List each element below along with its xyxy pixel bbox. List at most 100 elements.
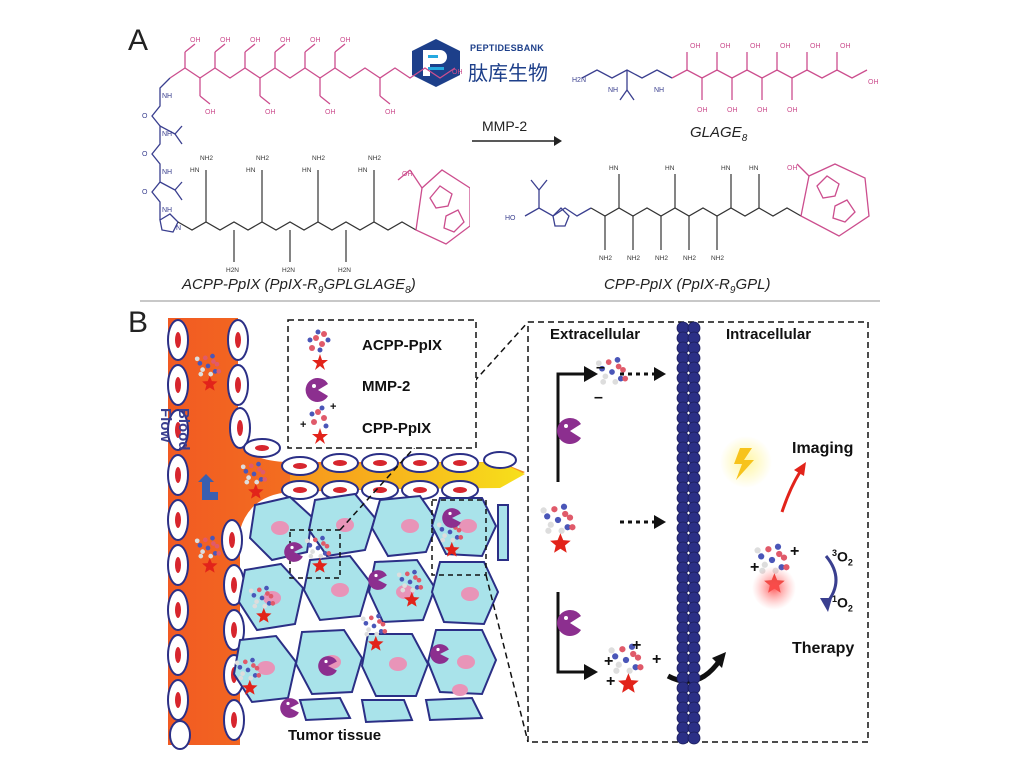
flow-direction-icon: [198, 474, 218, 500]
svg-text:NH: NH: [162, 207, 172, 214]
svg-text:NH: NH: [162, 131, 172, 138]
acpp-ppix-particle: [304, 535, 332, 573]
zoom-box-small-right: [431, 499, 487, 576]
positive-charge: +: [790, 543, 799, 560]
svg-text:OH: OH: [720, 43, 731, 50]
acpp-ppix-particle: [234, 657, 262, 695]
svg-text:HN: HN: [190, 167, 200, 174]
svg-text:O: O: [142, 189, 148, 196]
lower-arrowhead: [584, 664, 598, 680]
membrane-bead: [676, 731, 690, 745]
legend-cpp-ppix: CPP-PpIX: [362, 420, 432, 437]
panel-a-label: A: [128, 24, 149, 57]
cpp-ppix-structure: HO NH2 NH2 NH2 NH2 NH2 HN HN HN HN OH: [505, 163, 870, 262]
glage8-labels-left: OH OH OH OH OH OH OH OH OH OH OH: [190, 37, 463, 116]
cpp-ppix-caption: CPP-PpIX (PpIX-R9GPL): [604, 276, 771, 296]
negative-charge: –: [596, 359, 605, 376]
legend-mmp2: MMP-2: [362, 378, 411, 395]
endothelial-cells: [167, 319, 517, 750]
svg-text:NH2: NH2: [256, 155, 269, 162]
positive-charge: +: [606, 673, 615, 690]
svg-text:NH2: NH2: [312, 155, 325, 162]
panel-divider: [140, 300, 880, 302]
svg-text:OH: OH: [750, 43, 761, 50]
positive-charge: +: [652, 651, 661, 668]
svg-text:HN: HN: [665, 165, 675, 172]
svg-text:HN: HN: [609, 165, 619, 172]
svg-text:HN: HN: [302, 167, 312, 174]
svg-text:OH: OH: [780, 43, 791, 50]
imaging-label: Imaging: [792, 440, 854, 457]
legend-icons: + +: [300, 329, 336, 444]
svg-text:OH: OH: [840, 43, 851, 50]
svg-text:+: +: [330, 401, 336, 413]
gplgl-linker: [151, 77, 183, 233]
svg-text:O: O: [142, 113, 148, 120]
mmp2-enzyme: [442, 508, 461, 528]
photosensitizer-glow: [752, 566, 796, 610]
svg-text:O: O: [142, 151, 148, 158]
svg-text:HN: HN: [749, 165, 759, 172]
svg-text:NH2: NH2: [368, 155, 381, 162]
cpp-ppix-legend-icon: + +: [300, 401, 336, 444]
acpp-ppix-particle: [194, 535, 222, 573]
svg-text:NH2: NH2: [683, 255, 696, 262]
panel-b-label: B: [128, 306, 149, 339]
svg-text:+: +: [300, 419, 306, 431]
mmp2-pacman-top: [557, 417, 581, 444]
svg-text:OH: OH: [190, 37, 201, 44]
ppix-porphyrin-left: [397, 169, 470, 245]
singlet-oxygen-label: 1O2: [832, 594, 853, 614]
therapy-label: Therapy: [792, 640, 855, 657]
intracellular-label: Intracellular: [726, 326, 812, 343]
svg-text:NH2: NH2: [627, 255, 640, 262]
linker-labels: NH O NH O NH O NH N: [142, 93, 181, 232]
mmp2-enzyme: [430, 644, 449, 664]
acpp-ppix-particle: [595, 357, 629, 385]
peptidesbank-logo: PEPTIDESBANK 肽库生物: [408, 37, 560, 87]
svg-text:NH: NH: [162, 169, 172, 176]
svg-text:OH: OH: [727, 107, 738, 114]
svg-text:N: N: [176, 225, 181, 232]
svg-text:NH: NH: [608, 87, 618, 94]
svg-text:NH2: NH2: [200, 155, 213, 162]
acpp-ppix-particle: [240, 461, 268, 499]
legend-acpp-ppix: ACPP-PpIX: [362, 337, 443, 354]
svg-text:NH: NH: [654, 87, 664, 94]
cleavage-arrow-icon: [472, 136, 562, 146]
svg-text:HN: HN: [246, 167, 256, 174]
logo-text-cn: 肽库生物: [468, 61, 548, 85]
tumor-nuclei: [257, 518, 479, 696]
membrane-bead: [687, 731, 701, 745]
positive-charge: +: [750, 559, 759, 576]
svg-text:OH: OH: [340, 37, 351, 44]
svg-text:OH: OH: [787, 107, 798, 114]
svg-text:OH: OH: [868, 79, 879, 86]
acpp-ppix-particle: [194, 353, 222, 391]
svg-text:NH2: NH2: [711, 255, 724, 262]
zoom-line-bottom: [485, 574, 529, 743]
svg-text:OH: OH: [757, 107, 768, 114]
acpp-ppix-structure: OH OH OH OH OH OH OH OH OH OH OH NH O NH…: [142, 37, 470, 274]
mmp2-arrow-label: MMP-2: [482, 118, 528, 134]
svg-text:OH: OH: [697, 107, 708, 114]
logo-text-en: PEPTIDESBANK: [470, 43, 545, 53]
svg-text:NH: NH: [162, 93, 172, 100]
mmp2-enzyme: [284, 542, 303, 562]
svg-text:OH: OH: [310, 37, 321, 44]
svg-text:OH: OH: [250, 37, 261, 44]
acpp-ppix-particle: [396, 569, 424, 607]
cpp-ppix-particle: [608, 643, 644, 693]
svg-text:OH: OH: [220, 37, 231, 44]
tumor-tissue-label: Tumor tissue: [288, 727, 382, 744]
mmp2-enzyme: [280, 698, 299, 718]
glage8-chain-left: [169, 43, 456, 105]
mmp2-enzyme: [318, 656, 337, 676]
acpp-ppix-particle: [436, 519, 464, 557]
mmp2-pacman-bottom: [557, 609, 581, 636]
svg-text:OH: OH: [265, 109, 276, 116]
